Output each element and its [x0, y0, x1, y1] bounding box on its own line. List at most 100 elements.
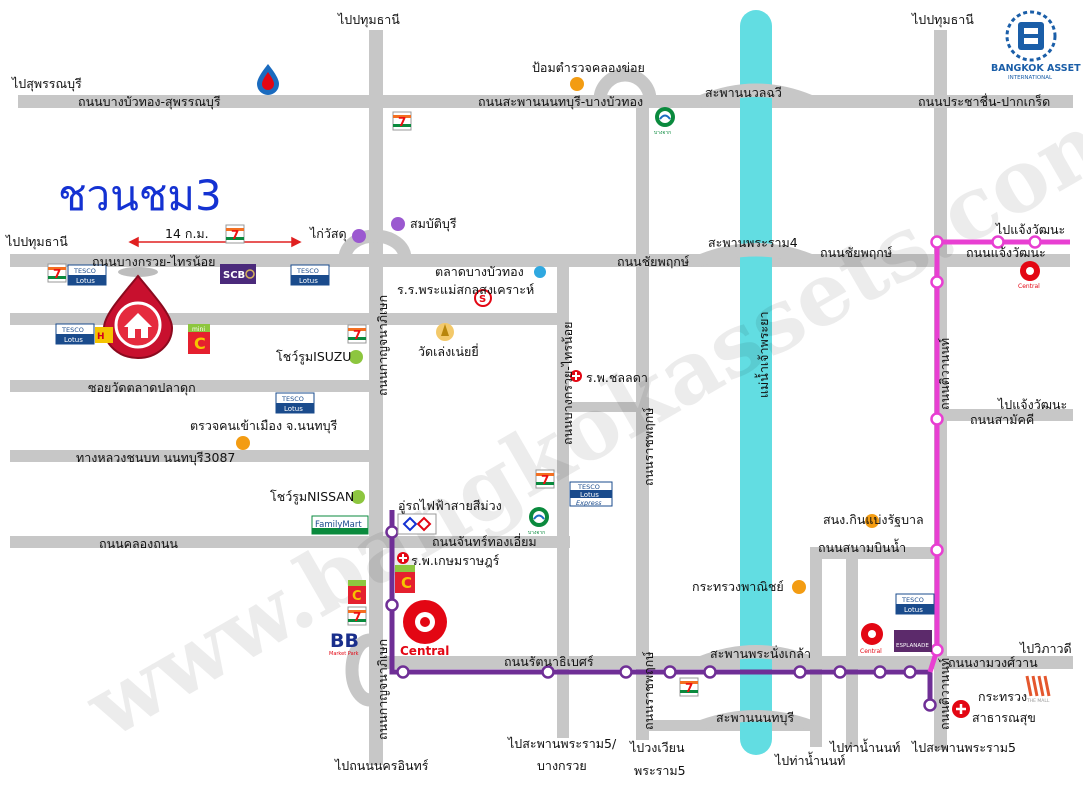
svg-text:ไปปทุมธานี: ไปปทุมธานี: [337, 12, 400, 28]
svg-text:Market Park: Market Park: [329, 651, 359, 657]
svg-text:ไปสะพานพระราม5/: ไปสะพานพระราม5/: [507, 736, 617, 751]
poi-dots: [236, 77, 879, 594]
seven-eleven-icons: 7 7 7 7 7 7 7: [47, 111, 699, 697]
train-depot-icon: [397, 513, 437, 535]
central-icons: Central Central Central: [400, 261, 1040, 658]
svg-text:Central: Central: [1018, 283, 1040, 290]
svg-text:ไปปทุมธานี: ไปปทุมธานี: [5, 234, 68, 250]
svg-text:SCB: SCB: [223, 270, 245, 281]
svg-text:Lotus: Lotus: [904, 606, 923, 614]
svg-text:ถนนคลองถนน: ถนนคลองถนน: [99, 536, 178, 551]
svg-text:บางจาก: บางจาก: [528, 530, 545, 536]
orange-dot: [570, 77, 584, 91]
svg-text:ถนนบางกรวย-ไทรน้อย: ถนนบางกรวย-ไทรน้อย: [560, 322, 575, 445]
orange-dot: [792, 580, 806, 594]
svg-text:C: C: [194, 334, 206, 353]
svg-text:ร.ร.พระแม่สกลสงเคราะห์: ร.ร.พระแม่สกลสงเคราะห์: [397, 282, 534, 297]
road-samakkhi: [940, 409, 1073, 421]
purple-dot: [391, 217, 405, 231]
kanchanaphisek-loop-top: [338, 229, 412, 259]
svg-text:mini: mini: [192, 326, 205, 333]
green-dot: [349, 350, 363, 364]
road-rattanathibet: [380, 656, 1073, 669]
svg-text:กระทรวง: กระทรวง: [978, 689, 1027, 704]
svg-text:ไปปทุมธานี: ไปปทุมธานี: [911, 12, 974, 28]
svg-text:TESCO: TESCO: [901, 596, 924, 604]
svg-text:ถนนแจ้งวัฒนะ: ถนนแจ้งวัฒนะ: [966, 245, 1046, 260]
svg-text:ถนนสะพานนนทบุรี-บางบัวทอง: ถนนสะพานนนทบุรี-บางบัวทอง: [478, 94, 643, 110]
pink-line: [927, 239, 1070, 673]
svg-text:ถนนชัยพฤกษ์: ถนนชัยพฤกษ์: [820, 245, 892, 260]
road-labels: ไปปทุมธานี ไปสุพรรณบุรี ถนนบางบัวทอง-สุพ…: [5, 12, 1072, 778]
svg-text:THE MALL: THE MALL: [1026, 698, 1050, 704]
svg-text:ตลาดบางบัวทอง: ตลาดบางบัวทอง: [435, 264, 524, 279]
svg-text:โชว์รูมNISSAN: โชว์รูมNISSAN: [270, 489, 354, 505]
svg-text:ไปวงเวียน: ไปวงเวียน: [629, 740, 685, 755]
svg-text:7: 7: [541, 473, 549, 487]
bangkok-asset-logo: BANGKOK ASSET INTERNATIONAL: [991, 10, 1081, 81]
home-icon: [124, 313, 152, 338]
familymart-icon: FamilyMart: [311, 515, 369, 535]
svg-text:ถนนกาญจนาภิเษก: ถนนกาญจนาภิเษก: [375, 295, 390, 396]
svg-text:แม่น้ำเจ้าพระยา: แม่น้ำเจ้าพระยา: [754, 312, 771, 399]
svg-text:บางจาก: บางจาก: [654, 130, 671, 136]
svg-text:Lotus: Lotus: [299, 277, 318, 285]
page-title: ชวนชม3: [58, 171, 222, 220]
bridge-rama4: [700, 243, 812, 267]
road-sanambinnam-vertical: [810, 547, 822, 747]
svg-text:Central: Central: [860, 648, 882, 655]
project-location-marker: [102, 267, 174, 359]
road-sai-noi: [10, 313, 565, 325]
svg-text:ถนนรัตนาธิเบศร์: ถนนรัตนาธิเบศร์: [504, 654, 594, 669]
temple-icon: [436, 323, 454, 341]
svg-text:7: 7: [398, 115, 406, 129]
svg-text:TESCO: TESCO: [296, 267, 319, 275]
bridge-phra-nang-klao: [700, 645, 812, 669]
svg-text:สะพานพระนั่งเกล้า: สะพานพระนั่งเกล้า: [710, 645, 811, 661]
svg-text:วัดเล่งเน่ยยี่: วัดเล่งเน่ยยี่: [418, 343, 479, 359]
svg-text:อู่รถไฟฟ้าสายสีม่วง: อู่รถไฟฟ้าสายสีม่วง: [398, 498, 502, 514]
svg-text:โชว์รูมISUZU: โชว์รูมISUZU: [276, 349, 351, 365]
road-chonlada-spur: [565, 402, 640, 412]
svg-text:ESPLANADE: ESPLANADE: [896, 643, 929, 649]
brand-name: BANGKOK ASSET: [991, 63, 1081, 74]
svg-text:ถนนชัยพฤกษ์: ถนนชัยพฤกษ์: [617, 254, 689, 269]
svg-text:สาธารณสุข: สาธารณสุข: [972, 710, 1036, 726]
svg-text:ถนนบางกรวย-ไทรน้อย: ถนนบางกรวย-ไทรน้อย: [92, 254, 215, 269]
svg-text:7: 7: [53, 267, 61, 281]
road-sai-noi-vertical: [557, 258, 569, 738]
svg-text:สะพานนนทบุรี: สะพานนนทบุรี: [716, 710, 794, 726]
pink-line-stations: [930, 235, 1042, 657]
svg-text:7: 7: [231, 228, 239, 242]
svg-text:C: C: [352, 589, 362, 604]
svg-text:ถนนสนามบินน้ำ: ถนนสนามบินน้ำ: [818, 538, 906, 555]
homepro-icon: H: [95, 327, 113, 343]
green-dot: [351, 490, 365, 504]
blue-dot: [534, 266, 546, 278]
purple-dot: [352, 229, 366, 243]
svg-text:ถนนติวานนท์: ถนนติวานนท์: [937, 338, 952, 410]
svg-text:ถนนสามัคคี: ถนนสามัคคี: [970, 412, 1034, 427]
svg-text:S: S: [479, 294, 486, 305]
svg-text:ไปท่าน้ำนนท์: ไปท่าน้ำนนท์: [774, 751, 845, 768]
svg-text:บางกรวย: บางกรวย: [537, 758, 587, 773]
bridge-nonthaburi: [700, 710, 812, 731]
bridge-nuanchawee: [700, 83, 812, 108]
kanchanaphisek-loop-bottom: [345, 633, 371, 707]
svg-text:TESCO: TESCO: [73, 267, 96, 275]
svg-text:TESCO: TESCO: [281, 395, 304, 403]
svg-text:สะพานนวลฉวี: สะพานนวลฉวี: [705, 85, 782, 100]
svg-text:ไก่วัสดุ: ไก่วัสดุ: [309, 226, 347, 242]
purple-line-stations: [385, 525, 937, 712]
svg-text:ถนนประชาชื่น-ปากเกร็ด: ถนนประชาชื่น-ปากเกร็ด: [918, 93, 1050, 109]
hospital-icons: S: [397, 289, 970, 718]
svg-text:ร.พ.ชลลดา: ร.พ.ชลลดา: [586, 370, 648, 385]
svg-text:Lotus: Lotus: [76, 277, 95, 285]
svg-text:C: C: [401, 574, 412, 592]
the-mall-icon: THE MALL: [1025, 675, 1051, 704]
svg-text:ถนนราชพฤกษ์: ถนนราชพฤกษ์: [641, 651, 656, 730]
orange-dot: [236, 436, 250, 450]
road-sanambinnam: [810, 547, 940, 559]
